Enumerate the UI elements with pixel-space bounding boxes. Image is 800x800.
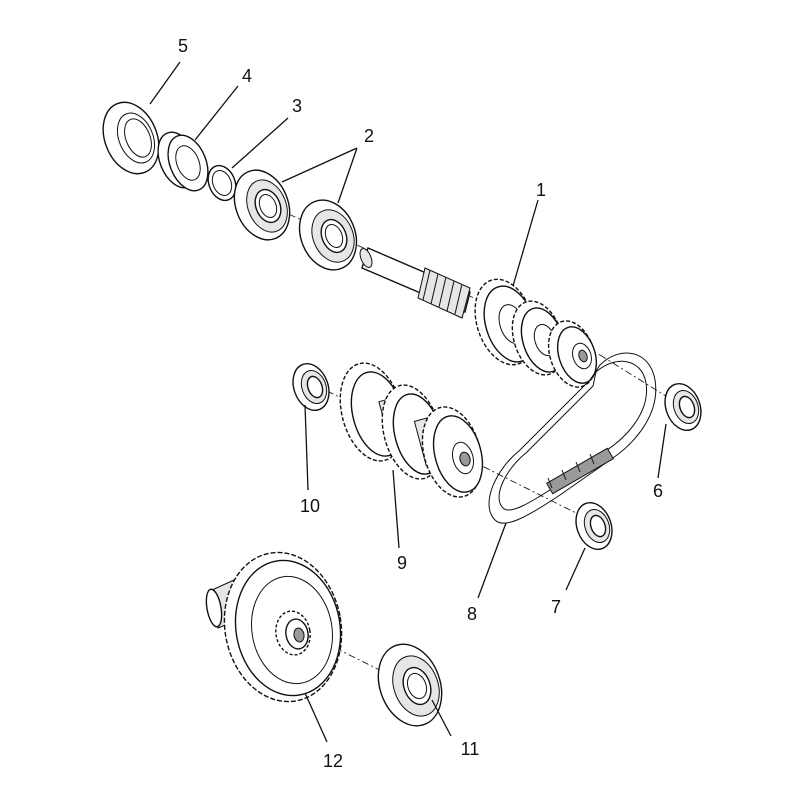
- callout-5: 5: [178, 36, 188, 56]
- main-shaft-part-1: [359, 247, 598, 388]
- o-ring-part-3: [207, 164, 237, 202]
- callout-3: 3: [292, 96, 302, 116]
- bearing-part-7: [575, 502, 613, 550]
- callout-11: 11: [461, 739, 480, 759]
- callout-10: 10: [300, 496, 320, 516]
- oil-seal-part-5: [102, 101, 160, 175]
- bearing-part-2-a: [233, 169, 291, 241]
- callout-6: 6: [653, 481, 663, 501]
- bearing-part-11: [377, 643, 443, 727]
- small-sprocket: [275, 610, 311, 656]
- bearing-part-2-b: [298, 199, 358, 271]
- callout-12: 12: [323, 751, 343, 771]
- callout-1: 1: [536, 180, 546, 200]
- bearing-part-10: [292, 363, 330, 411]
- callout-8: 8: [467, 604, 477, 624]
- leader-lines: [149, 61, 667, 743]
- callout-7: 7: [551, 597, 561, 617]
- callout-2: 2: [364, 126, 374, 146]
- drive-chain-part-8: [488, 352, 657, 524]
- callout-9: 9: [397, 553, 407, 573]
- bearing-part-6: [664, 383, 702, 431]
- large-gear-part-12: [205, 551, 343, 703]
- collar-part-4: [157, 131, 209, 192]
- callout-4: 4: [242, 66, 252, 86]
- callout-labels: 5 4 3 2 1 6 7 8 9 10 11 12: [178, 36, 663, 771]
- counter-shaft-part-9: [339, 362, 484, 498]
- chain-link-segment: [546, 447, 614, 495]
- main-shaft-gear-small: [547, 320, 598, 388]
- counter-gear-3: [421, 406, 484, 498]
